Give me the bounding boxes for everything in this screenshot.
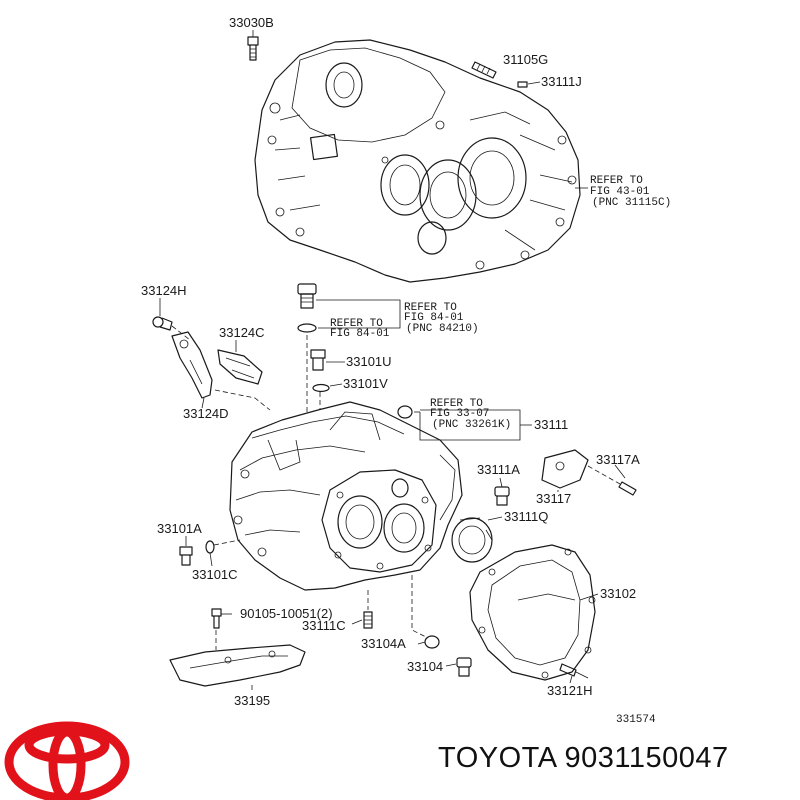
label-33111a: 33111A <box>477 462 520 477</box>
label-33101a: 33101A <box>157 521 202 536</box>
ref-fig43-line2: FIG 43-01 <box>590 186 650 198</box>
ref-fig84a-line3: (PNC 84210) <box>406 323 479 335</box>
label-33124d: 33124D <box>183 406 229 421</box>
stud-33111c <box>363 611 373 629</box>
ref-fig33-line3: (PNC 33261K) <box>432 419 511 431</box>
label-33124c: 33124C <box>219 325 265 340</box>
seal-ring <box>397 405 413 419</box>
bolt-33030b <box>247 36 259 61</box>
label-33111c: 33111C <box>302 618 346 633</box>
plug-33104 <box>456 657 472 677</box>
toyota-logo-icon <box>4 721 130 800</box>
ref-fig84b-line2: FIG 84-01 <box>330 328 390 340</box>
label-33101v: 33101V <box>343 376 388 391</box>
switch-sensor <box>297 283 317 333</box>
gasket-33104a <box>424 635 440 649</box>
label-33117: 33117 <box>536 491 571 506</box>
gasket-33101c <box>205 540 215 554</box>
label-33111: 33111 <box>534 417 568 432</box>
ref-fig84a-line2: FIG 84-01 <box>404 312 464 324</box>
label-33102: 33102 <box>600 586 636 601</box>
ref-fig43-line1: REFER TO <box>590 175 643 187</box>
plug-33111a <box>494 486 510 506</box>
lever-33124d <box>171 331 213 399</box>
label-33195: 33195 <box>234 693 270 708</box>
stud-31105g <box>471 61 497 79</box>
bolt-33117a <box>618 481 637 496</box>
label-33111j: 33111J <box>541 74 582 89</box>
label-33101u: 33101U <box>346 354 392 369</box>
case-cover-33102 <box>469 544 596 681</box>
oil-seal-33111q <box>451 517 493 563</box>
label-33124h: 33124H <box>141 283 187 298</box>
ref-fig33-line2: FIG 33-07 <box>430 408 489 420</box>
ref-fig43-line3: (PNC 31115C) <box>592 197 671 209</box>
label-33104: 33104 <box>407 659 443 674</box>
plug-33101a <box>179 546 193 566</box>
gasket-33101v <box>312 383 330 393</box>
ref-fig84a-line1: REFER TO <box>404 302 457 314</box>
label-90105: 90105-10051(2) <box>240 606 333 621</box>
bracket-33117 <box>541 449 589 489</box>
cover-plate-33195 <box>169 644 306 687</box>
plug-33101u <box>310 349 326 371</box>
label-33111q: 33111Q <box>504 509 548 524</box>
ref-fig84b-line1: REFER TO <box>330 318 383 330</box>
bolt-33121h <box>559 663 589 679</box>
label-33117a: 33117A <box>596 452 640 467</box>
label-33121h: 33121H <box>547 683 593 698</box>
label-33030b: 33030B <box>229 15 274 30</box>
bolt-33124h <box>152 316 173 331</box>
label-31105g: 31105G <box>503 52 548 67</box>
label-33104a: 33104A <box>361 636 406 651</box>
bolt-90105 <box>211 608 222 629</box>
transmission-housing-upper <box>254 39 581 283</box>
bracket-33124c <box>217 349 263 385</box>
pin-33111j <box>517 81 528 88</box>
ref-fig33-line1: REFER TO <box>430 398 483 410</box>
brand-part-number: TOYOTA 9031150047 <box>438 742 729 774</box>
label-33101c: 33101C <box>192 567 238 582</box>
diagram-id: 331574 <box>616 714 656 726</box>
transaxle-case <box>229 401 463 591</box>
